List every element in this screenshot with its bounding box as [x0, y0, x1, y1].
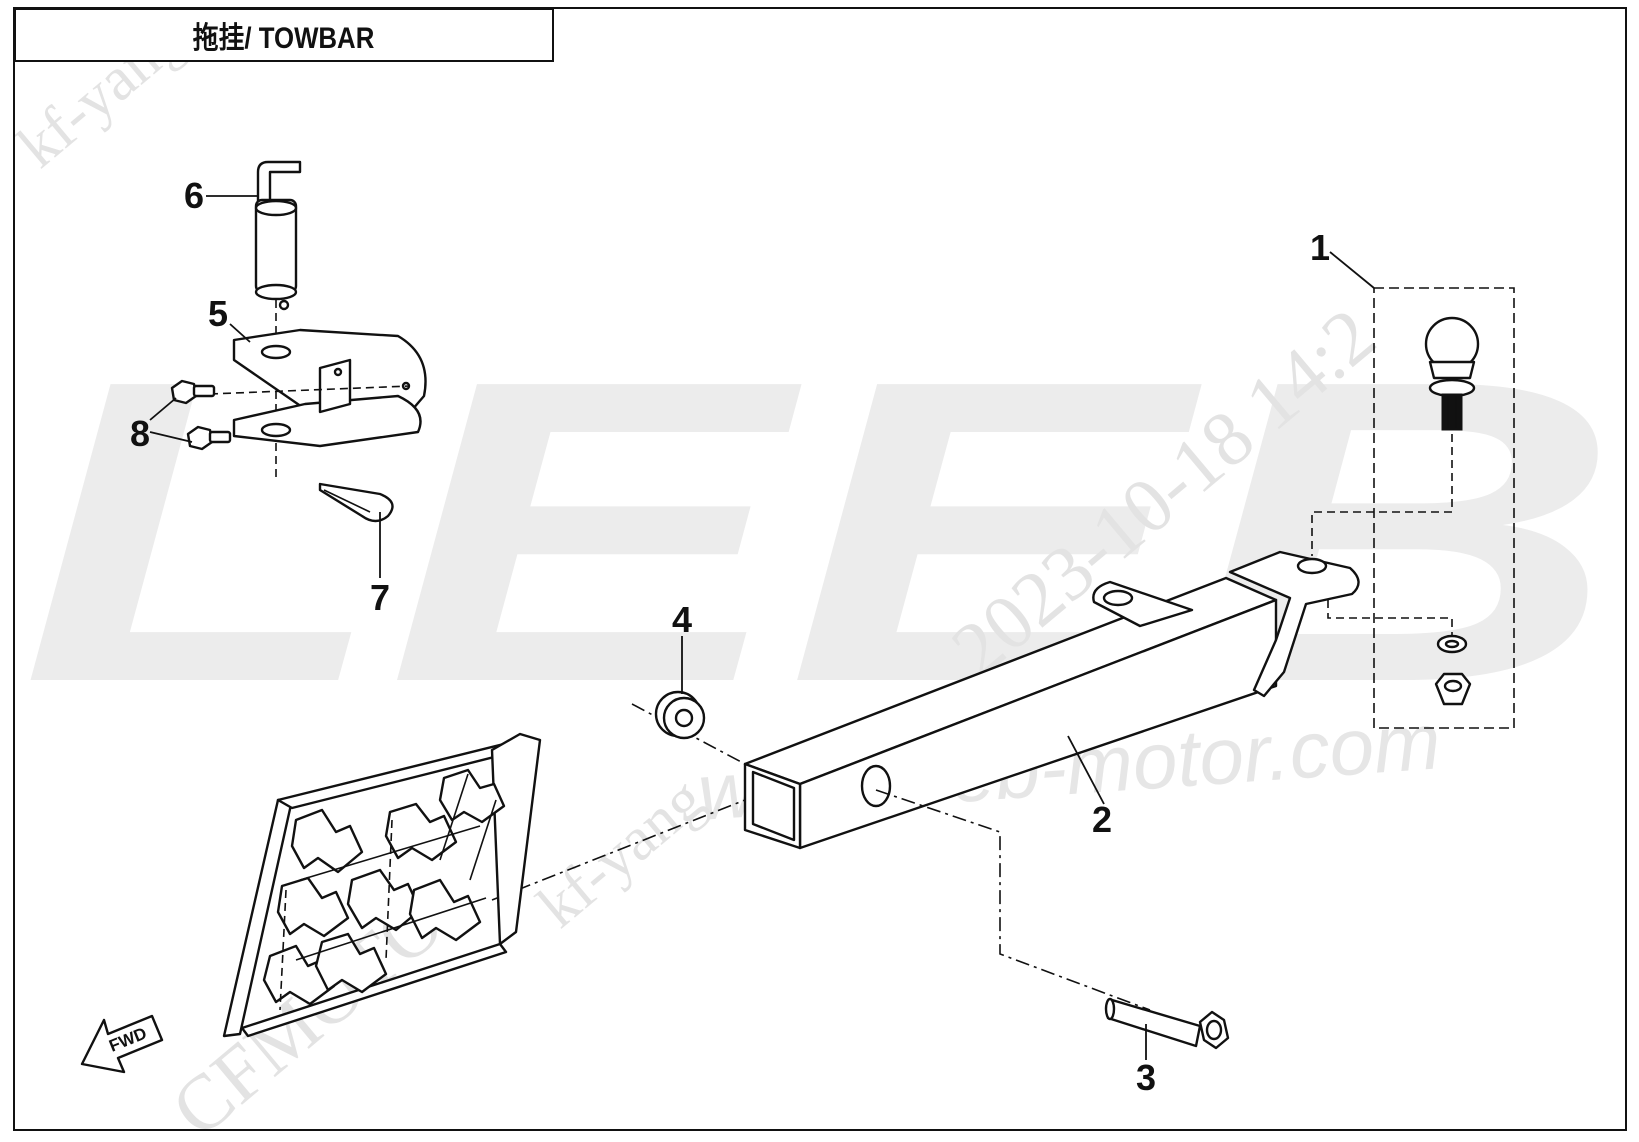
callout-7: 7: [370, 577, 390, 618]
diagram-title: 拖挂/ TOWBAR: [193, 22, 375, 55]
callout-1: 1: [1310, 227, 1330, 268]
callout-8: 8: [130, 413, 150, 454]
fwd-arrow: FWD: [80, 1014, 164, 1074]
part-5-clevis-bracket: [209, 328, 427, 448]
leader-lines: [149, 195, 1375, 1060]
part-1-hitch-ball-assembly: [1311, 287, 1515, 729]
part-2-towbar-tube: [491, 550, 1360, 1011]
callout-4: 4: [672, 599, 692, 640]
part-3-bolt: [1104, 997, 1230, 1050]
callout-2: 2: [1092, 799, 1112, 840]
callout-numbers: 1 2 3 4 5 6 7 8: [130, 175, 1330, 1098]
part-4-grommet: [654, 690, 706, 740]
part-1-group-box: [1373, 287, 1515, 729]
part-7-cotter-pin: [318, 482, 394, 523]
watermark-user-bottom: kf-yang: [525, 765, 716, 941]
diagram-frame: [13, 7, 1627, 1131]
part-6-hitch-pin: [254, 160, 302, 480]
title-box: 拖挂/ TOWBAR: [14, 8, 554, 62]
callout-3: 3: [1136, 1057, 1156, 1098]
vehicle-frame: [222, 732, 542, 1038]
callout-5: 5: [208, 293, 228, 334]
part-8-bolts: [170, 379, 232, 451]
callout-6: 6: [184, 175, 204, 216]
